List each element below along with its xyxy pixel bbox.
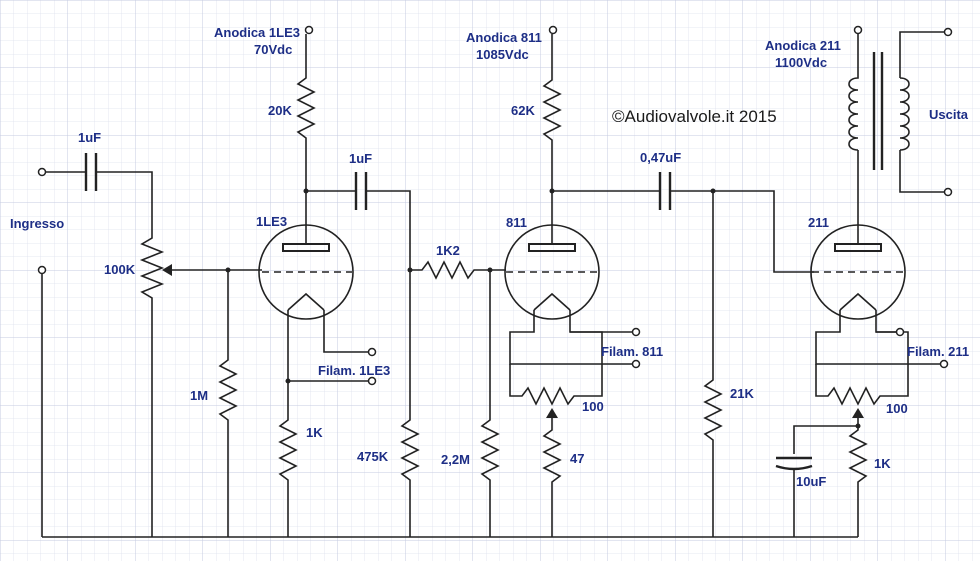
label-anode3-title: Anodica 211 <box>765 38 841 53</box>
label-hum2: 100 <box>582 399 604 414</box>
label-c-coup2: 0,47uF <box>640 150 681 165</box>
label-c-cath3: 10uF <box>796 474 826 489</box>
input-potentiometer <box>139 228 165 537</box>
output-transformer-secondary <box>899 77 910 151</box>
output-transformer-primary <box>848 34 859 151</box>
tube-811-filament <box>533 292 571 311</box>
label-pot: 100K <box>104 262 136 277</box>
label-anode1-volt: 70Vdc <box>254 42 292 57</box>
plate-resistor-20k <box>296 34 316 244</box>
hum-balance-pot-211 <box>815 364 909 406</box>
tube-211-filament <box>839 292 877 311</box>
label-r-cath3: 1K <box>874 456 891 471</box>
tube-1le3-filament <box>287 292 325 311</box>
input-terminal-ground <box>37 265 47 275</box>
stage2-811 <box>407 25 660 537</box>
label-anode2-volt: 1085Vdc <box>476 47 529 62</box>
label-r-grid1: 1M <box>190 388 208 403</box>
label-fil2: Filam. 811 <box>601 344 663 359</box>
label-fil1: Filam. 1LE3 <box>318 363 390 378</box>
label-r-grid2b: 2,2M <box>441 452 470 467</box>
label-c-coup1: 1uF <box>349 151 372 166</box>
hum-balance-pot-811 <box>509 364 603 406</box>
stage1-1le3 <box>258 25 420 537</box>
label-hum3: 100 <box>886 401 908 416</box>
output-transformer-core <box>872 52 884 170</box>
pot-wiper-arrow <box>162 264 172 276</box>
output-terminal-hot <box>943 27 953 37</box>
label-tube2: 811 <box>506 215 527 230</box>
label-anode1-title: Anodica 1LE3 <box>214 25 300 40</box>
label-r-grid3: 21K <box>730 386 754 401</box>
label-r-cath1: 1K <box>306 425 323 440</box>
cathode-resistor-1k-211 <box>848 418 868 537</box>
label-r-load1: 20K <box>268 103 292 118</box>
label-r-grid2: 475K <box>357 449 389 464</box>
label-c-in: 1uF <box>78 130 101 145</box>
grid-resistor-475k <box>366 190 420 537</box>
stage3-211 <box>658 25 953 537</box>
grid-resistor-1m <box>218 270 238 537</box>
grid-resistor-2m2 <box>480 270 500 537</box>
cathode-resistor-1k <box>278 310 298 537</box>
grid-resistor-21k <box>703 191 723 537</box>
label-output: Uscita <box>929 107 969 122</box>
label-fil3: Filam. 211 <box>907 344 969 359</box>
input-terminal-hot <box>37 167 47 177</box>
plate-resistor-62k <box>542 34 562 244</box>
output-terminal-ground <box>943 187 953 197</box>
label-input: Ingresso <box>10 216 64 231</box>
label-tube1: 1LE3 <box>256 214 287 229</box>
series-resistor-1k2 <box>410 260 506 280</box>
input-section <box>37 153 262 537</box>
label-tube3: 211 <box>808 215 829 230</box>
label-r-load2: 62K <box>511 103 535 118</box>
label-anode2-title: Anodica 811 <box>466 30 542 45</box>
label-anode3-volt: 1100Vdc <box>775 55 827 70</box>
label-r-cath2: 47 <box>570 451 584 466</box>
cathode-resistor-47 <box>542 418 562 537</box>
copyright-notice: ©Audiovalvole.it 2015 <box>612 107 777 126</box>
label-r-series: 1K2 <box>436 243 460 258</box>
